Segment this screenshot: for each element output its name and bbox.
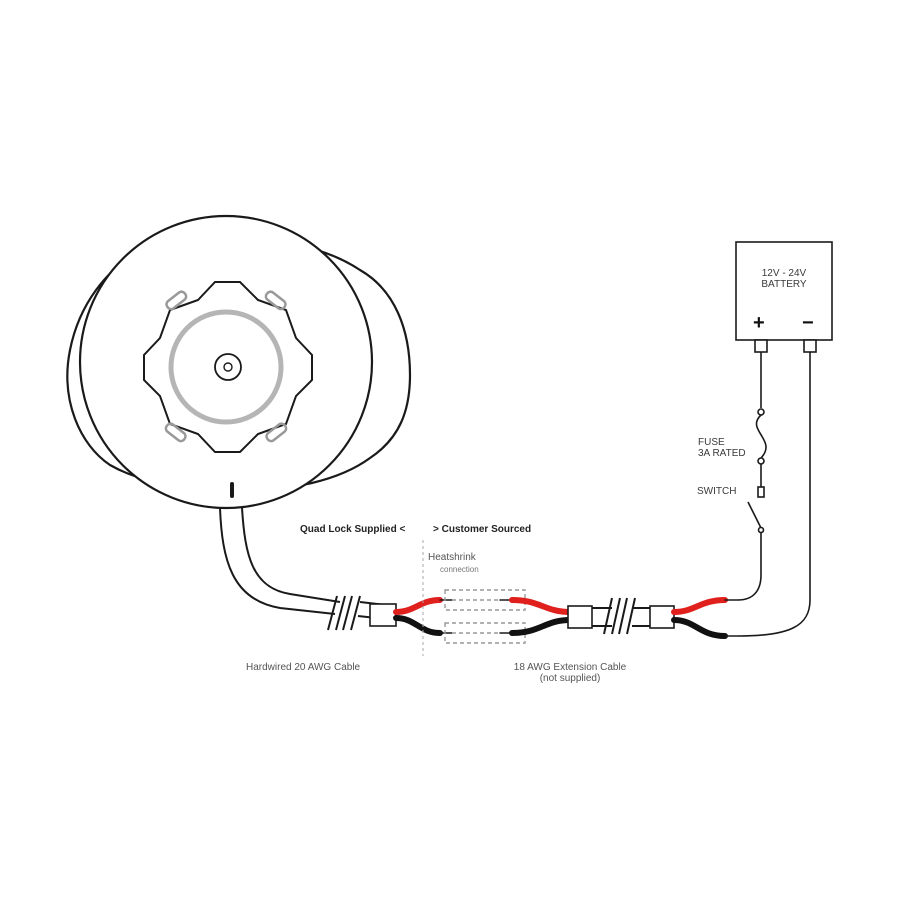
battery-minus-terminal: − bbox=[802, 312, 814, 334]
hardwired-cable-label: Hardwired 20 AWG Cable bbox=[246, 662, 361, 673]
fuse-label: FUSE bbox=[698, 437, 725, 448]
cable-break-icon bbox=[603, 597, 636, 635]
positive-lead bbox=[737, 532, 762, 601]
right-wire-pair bbox=[671, 597, 739, 639]
switch-icon bbox=[747, 464, 765, 534]
quad-lock-supplied-label: Quad Lock Supplied < bbox=[300, 524, 406, 535]
battery-name-label: BATTERY bbox=[761, 279, 807, 290]
heatshrink-sub-label: connection bbox=[440, 565, 479, 574]
battery-icon bbox=[735, 241, 833, 353]
left-wire-pair bbox=[393, 597, 453, 636]
extension-cable-note: (not supplied) bbox=[539, 673, 601, 684]
negative-lead bbox=[737, 352, 811, 637]
battery-plus-terminal: + bbox=[753, 312, 765, 334]
customer-sourced-label: > Customer Sourced bbox=[433, 524, 532, 535]
charger-mount-icon bbox=[66, 214, 412, 510]
switch-label: SWITCH bbox=[697, 486, 737, 497]
extension-sheath-left bbox=[567, 605, 593, 629]
fuse-icon bbox=[755, 408, 767, 465]
cable-break-icon bbox=[327, 595, 361, 631]
middle-wire-pair bbox=[499, 597, 573, 636]
extension-sheath-right bbox=[649, 605, 675, 629]
extension-cable-label: 18 AWG Extension Cable bbox=[513, 662, 627, 673]
battery-voltage-label: 12V - 24V bbox=[761, 268, 807, 279]
cable-sheath bbox=[369, 603, 397, 627]
heatshrink-connection bbox=[444, 589, 526, 644]
fuse-rating-label: 3A RATED bbox=[698, 448, 746, 459]
extension-cable bbox=[592, 607, 650, 627]
heatshrink-label: Heatshrink bbox=[428, 552, 476, 563]
